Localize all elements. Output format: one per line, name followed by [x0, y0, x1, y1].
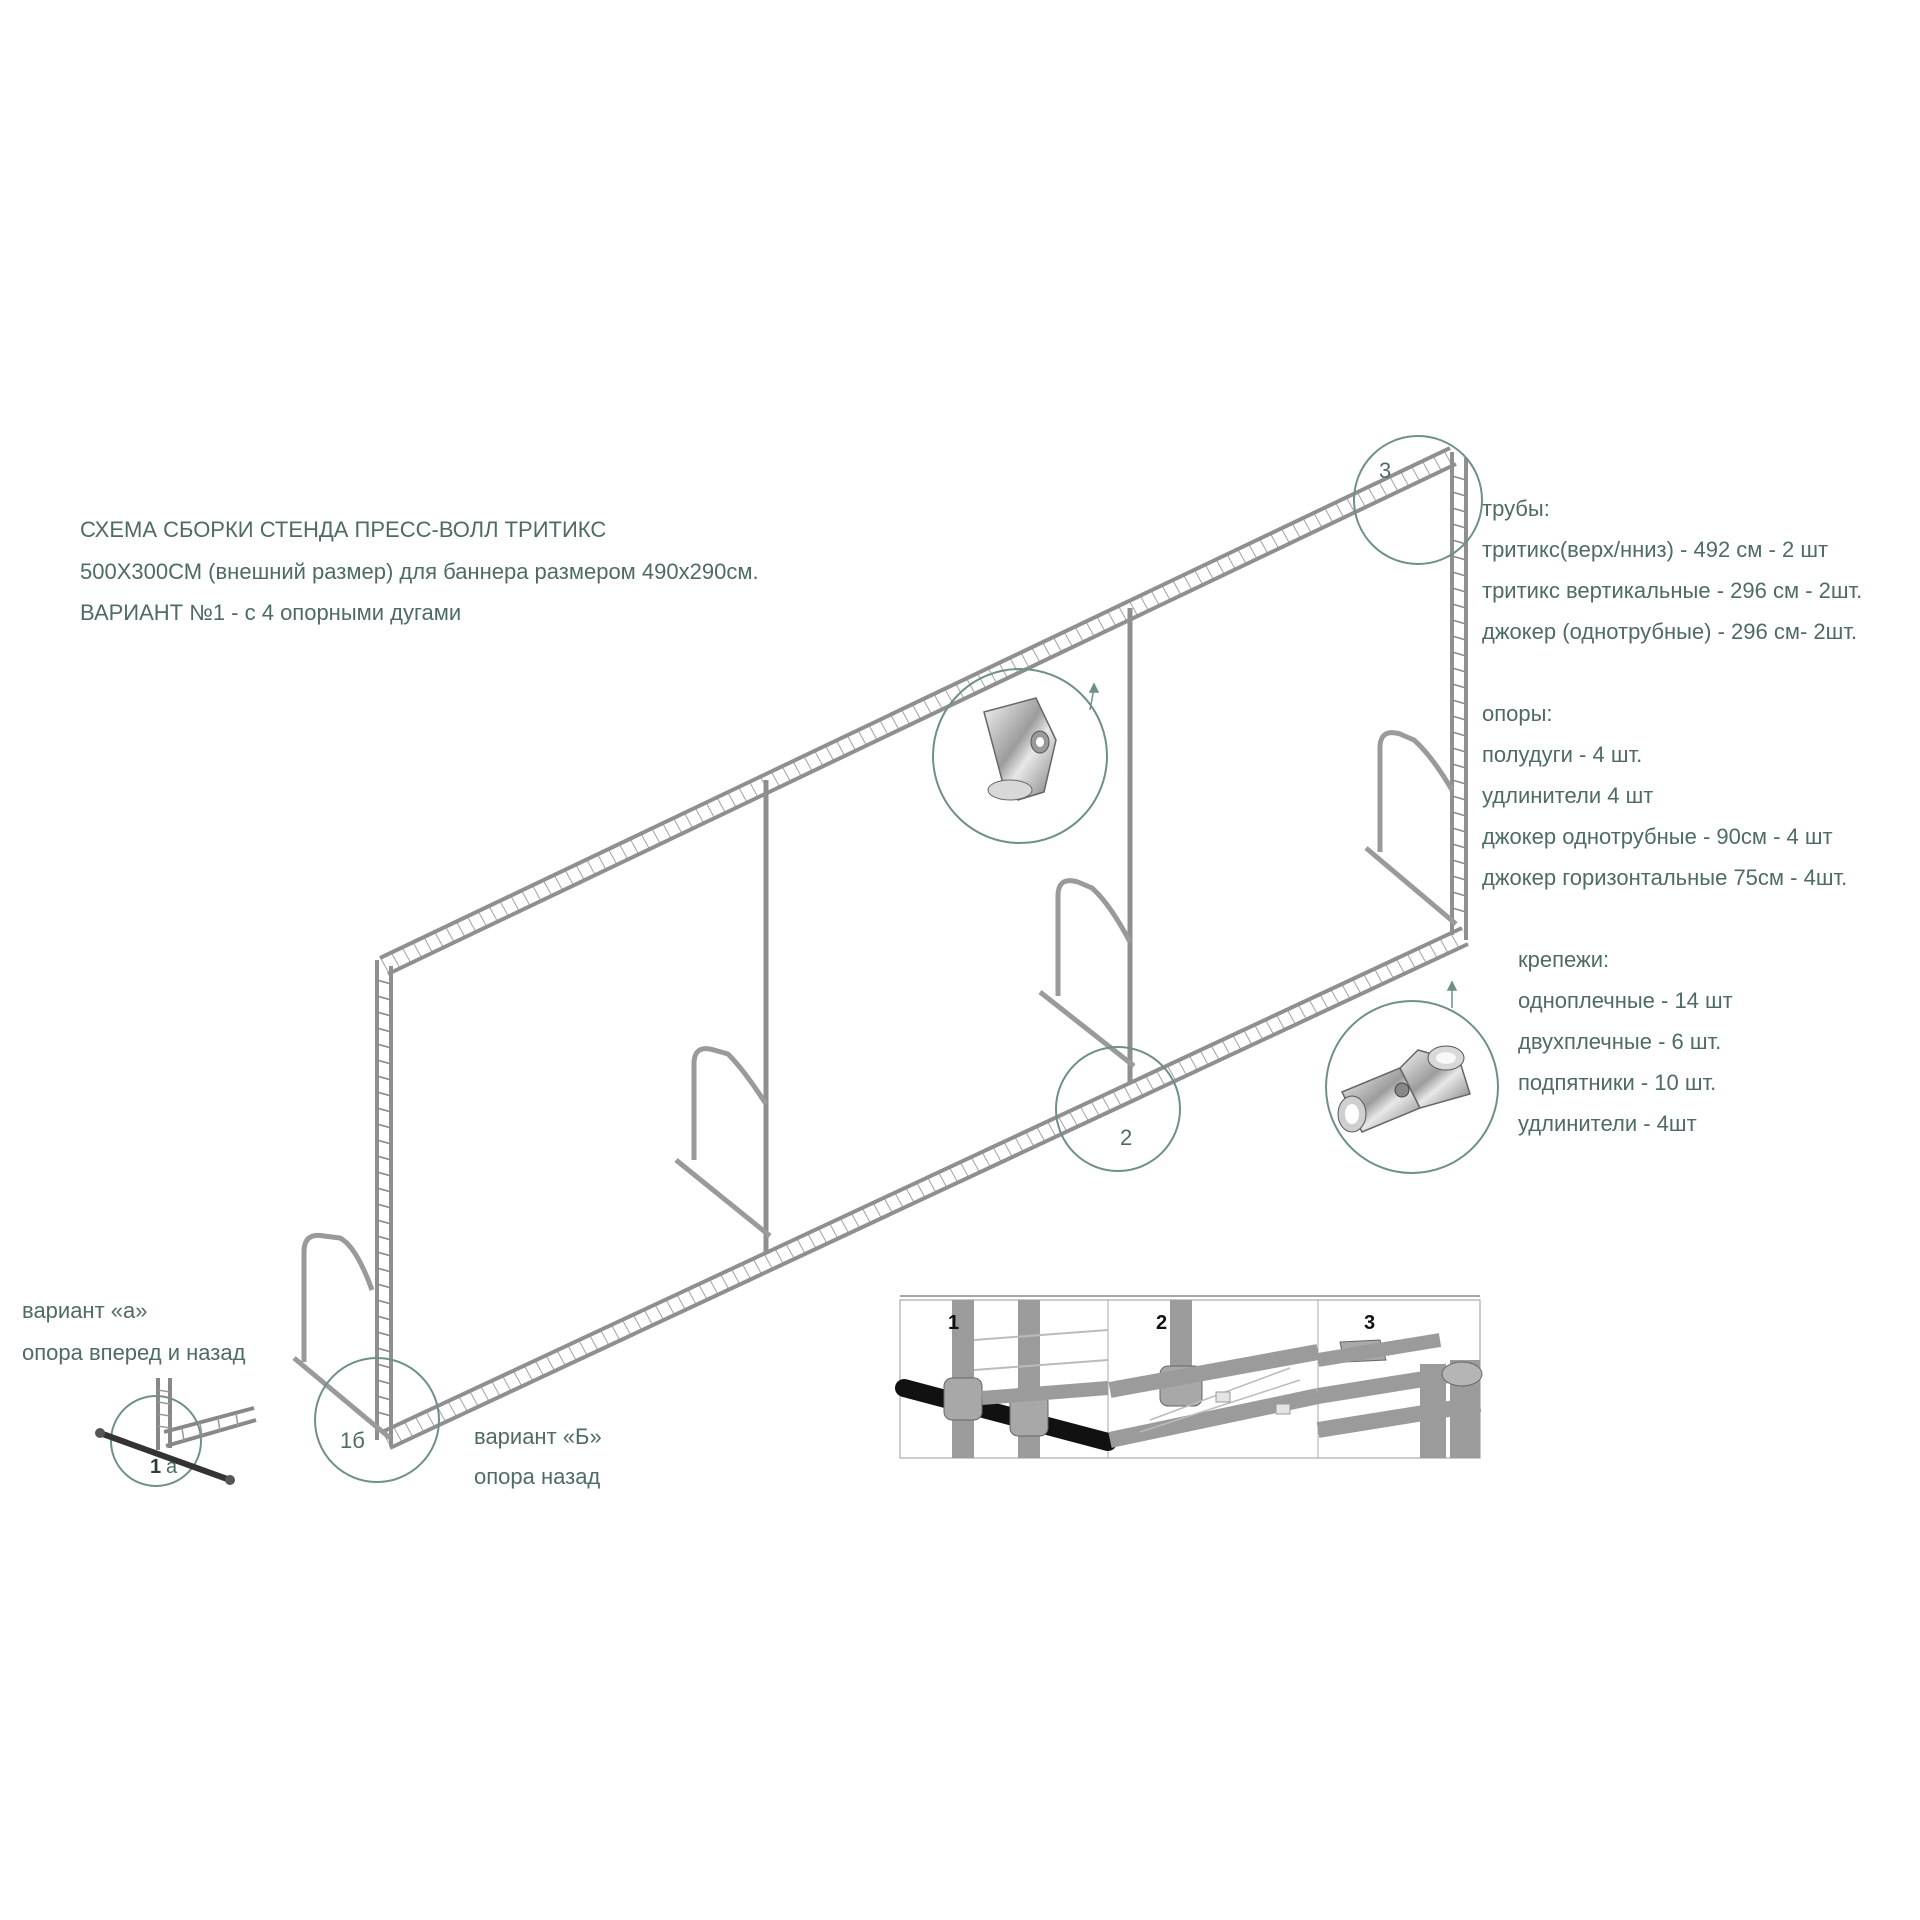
- connector-closeup-circle-2: [1325, 1000, 1499, 1174]
- supports-item: джокер однотрубные - 90см - 4 шт: [1482, 824, 1833, 849]
- two-shoulder-clamp-image: [1337, 1045, 1471, 1133]
- supports-item: удлинители 4 шт: [1482, 783, 1654, 808]
- fasteners-item: двухплечные - 6 шт.: [1518, 1029, 1722, 1054]
- arrow-head-1: [1088, 682, 1100, 693]
- detail-panel-2: [1108, 1300, 1320, 1448]
- title-line-3: ВАРИАНТ №1 - с 4 опорными дугами: [80, 600, 462, 625]
- title-line-2: 500Х300СМ (внешний размер) для баннера р…: [80, 559, 759, 584]
- pipes-item: тритикс вертикальные - 296 см - 2шт.: [1482, 578, 1863, 603]
- left-vertical-truss: [375, 960, 393, 1446]
- support-arc-4: [1377, 730, 1455, 852]
- supports-heading: опоры:: [1482, 701, 1553, 726]
- callout-circle-2: [1055, 1046, 1181, 1172]
- bottom-truss: [381, 926, 1469, 1450]
- single-shoulder-clamp-image: [983, 697, 1057, 801]
- pipes-item: тритикс(верх/нниз) - 492 см - 2 шт: [1482, 537, 1829, 562]
- arrow-head-2: [1446, 980, 1458, 991]
- support-arc-2-foot: [674, 1158, 772, 1238]
- detail-panel-1: [895, 1300, 1117, 1458]
- fasteners-heading: крепежи:: [1518, 947, 1610, 972]
- supports-item: джокер горизонтальные 75см - 4шт.: [1482, 865, 1848, 890]
- callout-circle-3: [1353, 435, 1483, 565]
- variant-b-title: вариант «Б»: [474, 1424, 602, 1449]
- detail-panel-label-3: 3: [1364, 1312, 1376, 1334]
- connector-closeup-circle-1: [932, 668, 1108, 844]
- supports-item: полудуги - 4 шт.: [1482, 742, 1643, 767]
- support-arc-1-foot: [292, 1356, 392, 1440]
- right-vertical-truss: [1450, 452, 1468, 940]
- top-truss: [379, 446, 1457, 976]
- pipes-heading: трубы:: [1482, 496, 1550, 521]
- support-arc-3: [1055, 878, 1133, 996]
- variant-a-desc: опора вперед и назад: [22, 1340, 246, 1365]
- support-arc-2: [691, 1046, 769, 1160]
- pipes-item: джокер (однотрубные) - 296 см- 2шт.: [1482, 619, 1858, 644]
- title-line-1: СХЕМА СБОРКИ СТЕНДА ПРЕСС-ВОЛЛ ТРИТИКС: [80, 517, 607, 542]
- variant-b-desc: опора назад: [474, 1464, 601, 1489]
- variant-a-marker-number: 1: [150, 1456, 162, 1478]
- fasteners-item: удлинители - 4шт: [1518, 1111, 1697, 1136]
- support-arc-3-foot: [1038, 990, 1136, 1068]
- callout-label-3: 3: [1379, 458, 1392, 483]
- callout-label-2: 2: [1120, 1125, 1133, 1150]
- detail-panel-label-2: 2: [1156, 1312, 1168, 1334]
- detail-panel-label-1: 1: [948, 1312, 960, 1334]
- detail-panels: [895, 1295, 1483, 1459]
- support-arc-1: [301, 1232, 375, 1362]
- support-arc-4-foot: [1364, 846, 1458, 926]
- variant-a-title: вариант «а»: [22, 1298, 148, 1323]
- variant-a-marker-letter: а: [166, 1456, 178, 1478]
- callout-circle-1b: [314, 1357, 440, 1483]
- detail-panel-3: [1316, 1333, 1483, 1458]
- fasteners-item: одноплечные - 14 шт: [1518, 988, 1733, 1013]
- variant-b-marker: 1б: [340, 1428, 365, 1453]
- variant-a-detail: [95, 1378, 257, 1485]
- fasteners-item: подпятники - 10 шт.: [1518, 1070, 1717, 1095]
